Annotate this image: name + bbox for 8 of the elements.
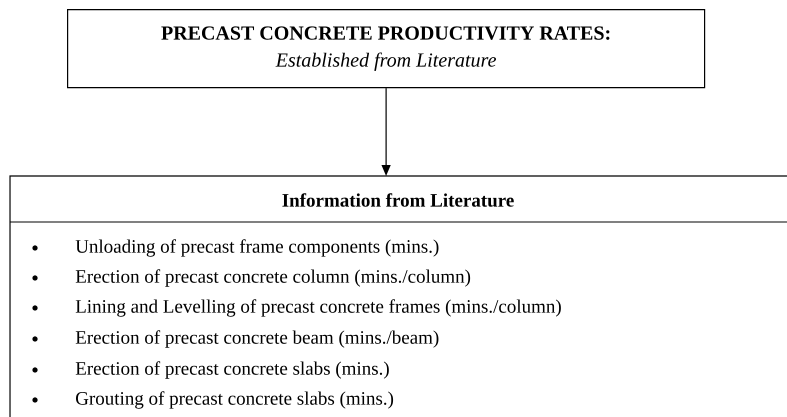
heading-box: PRECAST CONCRETE PRODUCTIVITY RATES: Established from Literature — [67, 9, 706, 88]
bullet-item: Erection of precast concrete slabs (mins.) — [32, 361, 389, 379]
box-heading: Information from Literature — [282, 193, 514, 207]
bullet-item: Erection of precast concrete beam (mins./beam) — [32, 330, 438, 348]
bullet-item: Unloading of precast frame components (mins.) — [32, 239, 438, 257]
bullet-item: Lining and Levelling of precast concrete frames (mins./column) — [32, 299, 561, 317]
bullet-item: Grouting of precast concrete slabs (mins.) — [32, 391, 394, 409]
bullet-item: Erection of precast concrete column (mins./column) — [32, 269, 470, 287]
